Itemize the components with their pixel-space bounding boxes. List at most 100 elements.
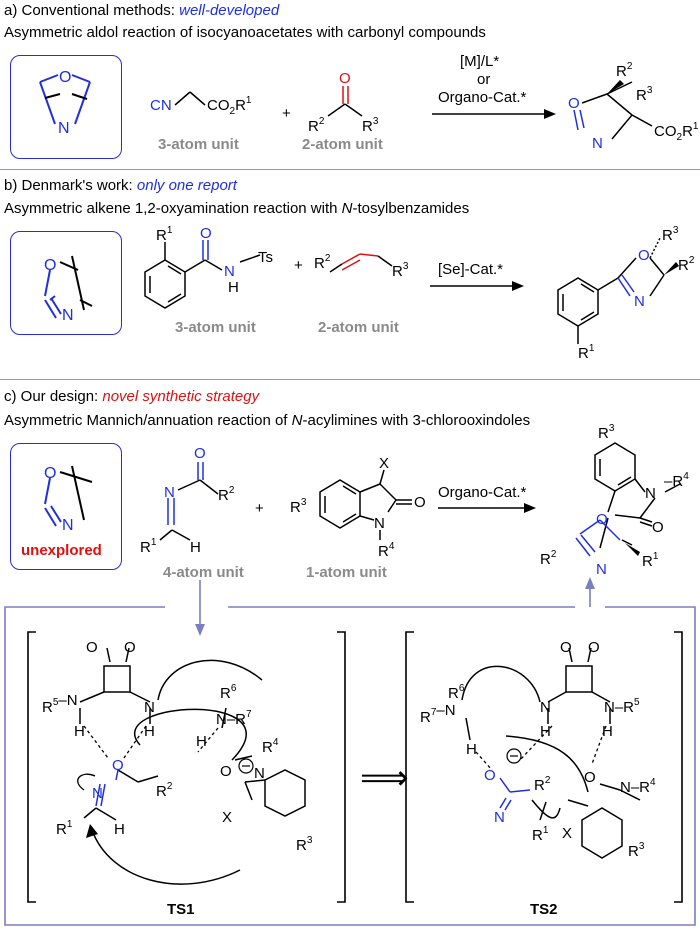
section-a-motif-box bbox=[10, 55, 122, 159]
svg-text:N–R5: N–R5 bbox=[604, 697, 640, 716]
section-a-subtitle: Asymmetric aldol reaction of isocyanoace… bbox=[4, 24, 486, 41]
svg-text:N–R7: N–R7 bbox=[216, 709, 252, 728]
svg-text:X: X bbox=[379, 455, 389, 472]
svg-text:N: N bbox=[144, 699, 155, 716]
svg-text:H: H bbox=[114, 821, 125, 838]
svg-text:H: H bbox=[540, 723, 551, 740]
section-c-subtitle-pre: Asymmetric Mannich/annuation reaction of bbox=[4, 412, 292, 429]
svg-text:R3: R3 bbox=[290, 497, 307, 516]
svg-text:O: O bbox=[484, 767, 496, 784]
svg-text:O: O bbox=[220, 763, 232, 780]
svg-text:N: N bbox=[645, 485, 656, 502]
section-b-motif-box bbox=[10, 231, 122, 335]
section-c-prefix: c) Our design: bbox=[4, 388, 103, 405]
section-b-plus: + bbox=[294, 257, 303, 274]
svg-text:O: O bbox=[86, 639, 98, 656]
svg-text:R2: R2 bbox=[156, 781, 173, 800]
section-b-highlight: only one report bbox=[136, 177, 237, 194]
svg-text:CO2R1: CO2R1 bbox=[207, 95, 252, 117]
section-c-reagent1-label: 4-atom unit bbox=[163, 564, 244, 581]
section-c-subtitle-mid: -acylimines with 3-chlorooxindoles bbox=[302, 412, 531, 429]
svg-text:R4: R4 bbox=[378, 541, 395, 560]
section-c-motif-box bbox=[10, 443, 122, 570]
svg-text:O: O bbox=[59, 69, 71, 86]
svg-text:O: O bbox=[588, 639, 600, 656]
svg-text:R1: R1 bbox=[532, 825, 549, 844]
section-c-highlight: novel synthetic strategy bbox=[102, 388, 260, 405]
svg-text:N: N bbox=[164, 484, 175, 501]
section-b-subtitle-n: N bbox=[341, 200, 353, 217]
section-a-plus: + bbox=[282, 105, 291, 122]
svg-text:O: O bbox=[414, 494, 426, 511]
svg-text:O: O bbox=[652, 519, 664, 536]
svg-text:N: N bbox=[494, 809, 505, 826]
divider-a-b bbox=[0, 169, 700, 170]
svg-text:H: H bbox=[74, 723, 85, 740]
svg-text:O: O bbox=[638, 247, 650, 264]
svg-text:X: X bbox=[562, 825, 572, 842]
svg-text:N: N bbox=[374, 515, 385, 532]
section-a-highlight: well-developed bbox=[179, 2, 280, 19]
ts1-label: TS1 bbox=[167, 901, 195, 918]
svg-text:O: O bbox=[194, 445, 206, 462]
svg-text:CN: CN bbox=[150, 97, 172, 114]
section-c-subtitle-n: N bbox=[291, 412, 303, 429]
svg-text:CO2R1: CO2R1 bbox=[654, 121, 699, 143]
section-b-subtitle: Asymmetric alkene 1,2-oxyamination react… bbox=[4, 200, 469, 218]
section-c-title: c) Our design: novel synthetic strategy bbox=[4, 388, 259, 406]
svg-text:O: O bbox=[124, 639, 136, 656]
section-b-conditions: [Se]-Cat.* bbox=[438, 261, 504, 278]
svg-text:H: H bbox=[190, 539, 201, 556]
section-c-plus: + bbox=[255, 500, 264, 517]
svg-text:R2: R2 bbox=[218, 485, 235, 504]
section-b-title: b) Denmark's work: only one report bbox=[4, 177, 237, 195]
svg-text:O: O bbox=[44, 465, 56, 482]
svg-text:R3: R3 bbox=[628, 841, 645, 860]
section-c-conditions: Organo-Cat.* bbox=[438, 484, 527, 501]
svg-text:N: N bbox=[62, 307, 74, 324]
svg-text:O: O bbox=[584, 769, 596, 786]
svg-text:H: H bbox=[228, 279, 239, 296]
svg-text:R7–N: R7–N bbox=[420, 702, 456, 726]
section-a-conditions-2: or bbox=[477, 71, 491, 88]
svg-text:O: O bbox=[339, 70, 351, 87]
svg-text:N: N bbox=[254, 765, 265, 782]
svg-text:O: O bbox=[112, 757, 124, 774]
ts-equivalence-arrow: ⟹ bbox=[360, 759, 409, 797]
svg-text:H: H bbox=[196, 733, 207, 750]
section-b-prefix: b) Denmark's work: bbox=[4, 177, 137, 194]
svg-text:H: H bbox=[144, 723, 155, 740]
svg-text:R3: R3 bbox=[296, 835, 313, 854]
svg-text:R4: R4 bbox=[262, 737, 279, 756]
section-a-reagent2-label: 2-atom unit bbox=[302, 136, 383, 153]
svg-text:O: O bbox=[568, 95, 580, 112]
svg-text:N: N bbox=[62, 517, 74, 534]
section-a-title: a) Conventional methods: well-developed bbox=[4, 2, 279, 20]
svg-text:H: H bbox=[602, 723, 613, 740]
svg-text:N: N bbox=[540, 699, 551, 716]
section-a-reagent1-label: 3-atom unit bbox=[158, 136, 239, 153]
svg-text:N: N bbox=[596, 561, 607, 578]
svg-text:R5–N: R5–N bbox=[42, 692, 78, 716]
svg-text:R2: R2 bbox=[540, 549, 557, 568]
svg-text:R2: R2 bbox=[534, 775, 551, 794]
section-a-prefix: a) Conventional methods: bbox=[4, 2, 180, 19]
svg-text:N–R4: N–R4 bbox=[620, 777, 656, 796]
svg-text:R1: R1 bbox=[642, 551, 659, 570]
svg-text:Ts: Ts bbox=[258, 249, 273, 266]
svg-text:R1: R1 bbox=[140, 537, 157, 556]
svg-text:N: N bbox=[592, 135, 603, 152]
svg-text:N: N bbox=[634, 293, 645, 310]
svg-text:H: H bbox=[466, 741, 477, 758]
svg-text:X: X bbox=[222, 809, 232, 826]
section-b-subtitle-pre: Asymmetric alkene 1,2-oxyamination react… bbox=[4, 200, 342, 217]
svg-text:–R4: –R4 bbox=[664, 471, 689, 490]
section-b-reagent2-label: 2-atom unit bbox=[318, 319, 399, 336]
section-c-unexplored-label: unexplored bbox=[21, 542, 102, 559]
ts2-label: TS2 bbox=[530, 901, 558, 918]
svg-text:N: N bbox=[58, 120, 70, 137]
svg-text:N: N bbox=[224, 263, 235, 280]
svg-text:R1: R1 bbox=[56, 819, 73, 838]
